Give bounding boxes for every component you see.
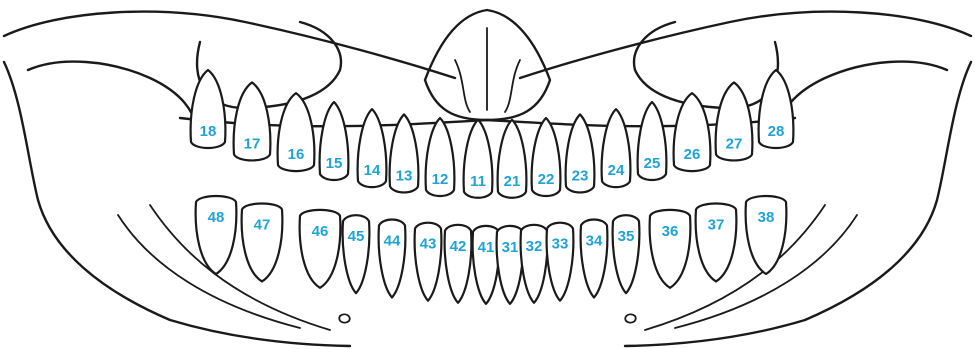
upper-teeth: 18 17 16 15 14 13 12 11 21 22 23 24 25 26 27 28 <box>191 70 794 198</box>
tooth-number-label: 12 <box>432 171 449 188</box>
lower-tooth-shape <box>547 223 574 301</box>
lower-tooth-shape <box>650 210 691 288</box>
right-mental-foramen <box>625 314 635 322</box>
tooth-number-label: 28 <box>768 123 785 140</box>
upper-tooth-18: 18 <box>191 70 226 148</box>
tooth-number-label: 15 <box>326 155 343 172</box>
lower-tooth-36: 36 <box>650 210 691 288</box>
tooth-number-label: 36 <box>662 223 679 240</box>
lower-tooth-43: 43 <box>415 223 442 301</box>
right-sinus <box>634 22 778 108</box>
left-condyle <box>28 62 200 140</box>
lower-tooth-shape <box>521 225 548 303</box>
tooth-number-label: 48 <box>208 209 225 226</box>
upper-tooth-26: 26 <box>674 93 711 171</box>
tooth-number-label: 37 <box>708 216 725 233</box>
tooth-number-label: 26 <box>684 146 701 163</box>
tooth-number-label: 27 <box>726 135 743 152</box>
lower-tooth-44: 44 <box>379 219 406 297</box>
right-ramus <box>625 62 971 346</box>
lower-tooth-shape <box>379 219 406 297</box>
lower-tooth-45: 45 <box>343 215 370 293</box>
lower-tooth-38: 38 <box>746 196 787 274</box>
lower-tooth-46: 46 <box>300 210 341 288</box>
lower-tooth-37: 37 <box>696 203 737 281</box>
lower-tooth-shape <box>242 203 283 281</box>
upper-left-arch-line <box>4 12 455 78</box>
upper-tooth-22: 22 <box>532 118 561 196</box>
upper-tooth-15: 15 <box>320 102 349 180</box>
tooth-number-label: 43 <box>420 236 437 253</box>
tooth-number-label: 46 <box>312 223 329 240</box>
left-mental-foramen <box>339 314 349 322</box>
upper-tooth-13: 13 <box>390 114 419 192</box>
tooth-number-label: 31 <box>502 239 519 256</box>
lower-tooth-shape <box>696 203 737 281</box>
lower-tooth-shape <box>473 226 500 304</box>
upper-tooth-25: 25 <box>638 102 667 180</box>
tooth-number-label: 18 <box>200 123 217 140</box>
nasal-septum-right <box>505 60 520 112</box>
lower-tooth-32: 32 <box>521 225 548 303</box>
lower-tooth-shape <box>445 225 472 303</box>
tooth-number-label: 47 <box>254 216 271 233</box>
tooth-number-label: 17 <box>244 135 261 152</box>
tooth-number-label: 22 <box>538 171 555 188</box>
lower-tooth-42: 42 <box>445 225 472 303</box>
tooth-number-label: 25 <box>644 155 661 172</box>
lower-tooth-31: 31 <box>497 226 524 304</box>
tooth-number-label: 34 <box>586 232 603 249</box>
lower-teeth: 48 47 46 45 44 43 42 41 31 32 33 34 35 36 37 38 <box>196 196 787 304</box>
tooth-number-label: 45 <box>348 228 365 245</box>
lower-tooth-shape <box>746 196 787 274</box>
tooth-number-label: 24 <box>608 162 625 179</box>
upper-tooth-11: 11 <box>464 120 493 198</box>
lower-tooth-shape <box>613 215 640 293</box>
tooth-number-label: 14 <box>364 162 381 179</box>
tooth-number-label: 44 <box>384 232 401 249</box>
upper-right-arch-line <box>520 12 971 78</box>
tooth-number-label: 21 <box>504 173 521 190</box>
upper-tooth-12: 12 <box>426 118 455 196</box>
upper-tooth-24: 24 <box>602 109 631 187</box>
lower-tooth-shape <box>581 219 608 297</box>
tooth-number-label: 41 <box>478 239 495 256</box>
lower-tooth-shape <box>300 210 341 288</box>
lower-tooth-shape <box>497 226 524 304</box>
lower-tooth-34: 34 <box>581 219 608 297</box>
tooth-number-label: 32 <box>526 238 543 255</box>
upper-tooth-28: 28 <box>759 70 794 148</box>
tooth-number-label: 11 <box>470 173 486 190</box>
lower-tooth-41: 41 <box>473 226 500 304</box>
lower-tooth-shape <box>343 215 370 293</box>
tooth-number-label: 35 <box>618 228 635 245</box>
tooth-number-label: 23 <box>572 167 589 184</box>
tooth-number-label: 42 <box>450 238 467 255</box>
lower-tooth-35: 35 <box>613 215 640 293</box>
lower-tooth-shape <box>415 223 442 301</box>
tooth-number-label: 13 <box>396 167 413 184</box>
tooth-number-label: 16 <box>288 146 305 163</box>
upper-tooth-21: 21 <box>498 120 527 198</box>
upper-tooth-17: 17 <box>234 82 271 160</box>
right-condyle <box>775 62 947 140</box>
upper-tooth-27: 27 <box>716 82 753 160</box>
nasal-septum-left <box>455 60 470 112</box>
lower-tooth-33: 33 <box>547 223 574 301</box>
tooth-number-label: 33 <box>552 236 569 253</box>
upper-tooth-14: 14 <box>358 109 387 187</box>
tooth-number-label: 38 <box>758 209 775 226</box>
lower-tooth-47: 47 <box>242 203 283 281</box>
